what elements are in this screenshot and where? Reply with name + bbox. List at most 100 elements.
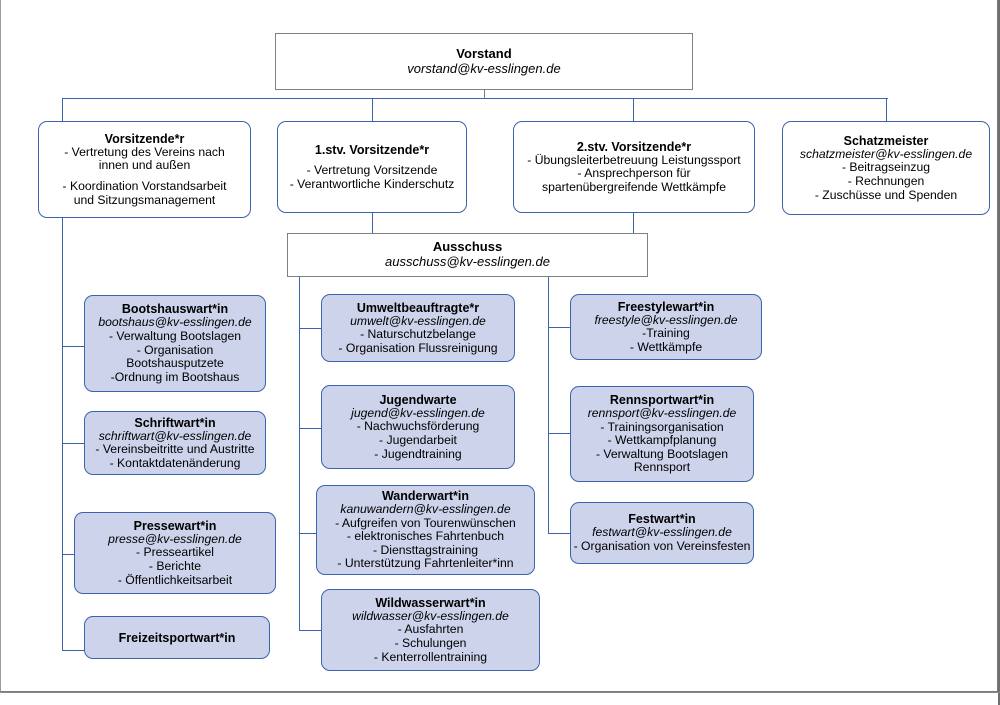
node-wildwasserwart[interactable]: Wildwasserwart*in wildwasser@kv-esslinge… <box>321 589 540 671</box>
node-freestylewart-line-1: - Wettkämpfe <box>629 339 703 354</box>
node-vorsitzende-line-0: - Vertretung des Vereins nach <box>64 144 225 159</box>
node-schriftwart-line-1: - Kontaktdatenänderung <box>109 455 241 470</box>
connector-mid-to-wanderwart <box>299 533 316 535</box>
page-frame <box>0 0 998 692</box>
node-ausschuss[interactable]: Ausschuss ausschuss@kv-esslingen.de <box>287 233 648 277</box>
node-rennsportwart[interactable]: Rennsportwart*in rennsport@kv-esslingen.… <box>570 386 754 482</box>
node-schriftwart-email: schriftwart@kv-esslingen.de <box>98 428 252 443</box>
frame-bottom-edge <box>0 692 1000 693</box>
node-schriftwart[interactable]: Schriftwart*in schriftwart@kv-esslingen.… <box>84 411 266 475</box>
connector-left-to-freizeitsport <box>62 650 84 652</box>
node-festwart-email: festwart@kv-esslingen.de <box>592 525 732 540</box>
node-bootshauswart-title: Bootshauswart*in <box>121 302 229 317</box>
node-wildwasserwart-title: Wildwasserwart*in <box>375 595 486 610</box>
node-rennsportwart-line-0: - Trainingsorganisation <box>600 419 724 434</box>
node-umweltbeauftragte[interactable]: Umweltbeauftragte*r umwelt@kv-esslingen.… <box>321 294 515 362</box>
node-vorsitzende-line-3: - Koordination Vorstandsarbeit <box>62 179 227 193</box>
node-stv2-title: 2.stv. Vorsitzende*r <box>576 139 692 154</box>
node-wanderwart-line-0: - Aufgreifen von Tourenwünschen <box>335 515 516 530</box>
node-schatzmeister-line-2: - Zuschüsse und Spenden <box>814 187 958 202</box>
node-wanderwart[interactable]: Wanderwart*in kanuwandern@kv-esslingen.d… <box>316 485 535 575</box>
node-schatzmeister-line-0: - Beitragseinzug <box>841 160 931 175</box>
node-rennsportwart-line-2: - Verwaltung Bootslagen <box>595 446 729 461</box>
node-wildwasserwart-email: wildwasser@kv-esslingen.de <box>352 608 509 623</box>
node-freestylewart-email: freestyle@kv-esslingen.de <box>594 312 738 327</box>
node-schatzmeister[interactable]: Schatzmeister schatzmeister@kv-esslingen… <box>782 121 990 215</box>
node-freizeitsportwart-title: Freizeitsportwart*in <box>118 630 236 645</box>
node-wildwasserwart-line-1: - Schulungen <box>394 636 467 650</box>
node-stv1[interactable]: 1.stv. Vorsitzende*r - Vertretung Vorsit… <box>277 121 467 213</box>
connector-left-to-pressewart <box>62 554 74 556</box>
node-vorsitzende-title: Vorsitzende*r <box>104 131 185 146</box>
node-stv2-line-0: - Übungsleiterbetreuung Leistungssport <box>527 152 741 167</box>
node-rennsportwart-line-1: - Wettkampfplanung <box>607 433 717 448</box>
node-bootshauswart-line-0: - Verwaltung Bootslagen <box>108 329 242 344</box>
node-schatzmeister-email: schatzmeister@kv-esslingen.de <box>799 146 973 161</box>
node-stv1-line-1: - Verantwortliche Kinderschutz <box>289 176 455 191</box>
node-jugendwarte-title: Jugendwarte <box>379 392 457 407</box>
node-bootshauswart-line-2: Bootshausputzete <box>126 356 224 371</box>
frame-right-edge <box>998 0 1000 705</box>
node-pressewart[interactable]: Pressewart*in presse@kv-esslingen.de - P… <box>74 512 276 594</box>
node-wildwasserwart-line-2: - Kenterrollentraining <box>373 649 488 664</box>
connector-right-to-freestyle <box>548 327 570 329</box>
connector-left-to-bootshaus <box>62 346 84 348</box>
node-freizeitsportwart[interactable]: Freizeitsportwart*in <box>84 616 270 659</box>
node-vorsitzende[interactable]: Vorsitzende*r - Vertretung des Vereins n… <box>38 121 251 218</box>
connector-to-stv2 <box>633 98 635 121</box>
node-festwart-line-0: - Organisation von Vereinsfesten <box>573 539 751 553</box>
connector-stv1-to-ausschuss <box>372 213 374 234</box>
node-festwart[interactable]: Festwart*in festwart@kv-esslingen.de - O… <box>570 502 754 564</box>
node-stv2[interactable]: 2.stv. Vorsitzende*r - Übungsleiterbetre… <box>513 121 755 213</box>
node-vorstand-title: Vorstand <box>456 45 512 61</box>
node-ausschuss-email: ausschuss@kv-esslingen.de <box>385 254 550 269</box>
node-freestylewart[interactable]: Freestylewart*in freestyle@kv-esslingen.… <box>570 294 762 360</box>
node-pressewart-line-0: - Presseartikel <box>136 545 214 560</box>
connector-right-spine <box>548 277 550 533</box>
node-jugendwarte[interactable]: Jugendwarte jugend@kv-esslingen.de - Nac… <box>321 385 515 469</box>
node-wildwasserwart-line-0: - Ausfahrten <box>397 622 464 637</box>
node-vorstand[interactable]: Vorstand vorstand@kv-esslingen.de <box>275 33 693 90</box>
node-pressewart-email: presse@kv-esslingen.de <box>108 531 242 546</box>
connector-right-to-rennsport <box>548 433 570 435</box>
connector-mid-to-wildwasser <box>299 630 321 632</box>
node-schriftwart-title: Schriftwart*in <box>134 415 216 430</box>
connector-to-stv1 <box>372 98 374 121</box>
node-wanderwart-line-2: - Diensttagstraining <box>373 542 478 557</box>
node-pressewart-title: Pressewart*in <box>133 518 217 533</box>
node-rennsportwart-email: rennsport@kv-esslingen.de <box>587 405 737 420</box>
connector-vorstand-stem <box>484 90 486 98</box>
node-wanderwart-email: kanuwandern@kv-esslingen.de <box>340 501 511 516</box>
node-umweltbeauftragte-line-0: - Naturschutzbelange <box>360 327 476 342</box>
node-schatzmeister-line-1: - Rechnungen <box>847 174 925 188</box>
connector-row2-bus <box>62 98 888 100</box>
node-bootshauswart-line-3: -Ordnung im Bootshaus <box>110 369 240 384</box>
connector-mid-to-jugend <box>299 428 321 430</box>
connector-stv2-to-ausschuss <box>633 213 635 234</box>
node-schatzmeister-title: Schatzmeister <box>843 133 929 148</box>
node-bootshauswart-line-1: - Organisation <box>136 342 214 357</box>
node-vorstand-email: vorstand@kv-esslingen.de <box>407 60 561 76</box>
connector-left-to-schriftwart <box>62 443 84 445</box>
node-pressewart-line-2: - Öffentlichkeitsarbeit <box>117 572 233 587</box>
node-stv2-line-2: spartenübergreifende Wettkämpfe <box>541 179 727 194</box>
node-stv2-line-1: - Ansprechperson für <box>577 166 691 181</box>
node-jugendwarte-line-0: - Nachwuchsförderung <box>356 419 480 434</box>
node-rennsportwart-line-3: Rennsport <box>633 460 691 475</box>
node-umweltbeauftragte-line-1: - Organisation Flussreinigung <box>338 340 498 355</box>
node-freestylewart-title: Freestylewart*in <box>617 299 715 314</box>
node-bootshauswart-email: bootshaus@kv-esslingen.de <box>98 315 252 330</box>
node-rennsportwart-title: Rennsportwart*in <box>609 392 715 407</box>
node-festwart-title: Festwart*in <box>628 512 696 527</box>
node-umweltbeauftragte-title: Umweltbeauftragte*r <box>356 300 480 315</box>
node-stv1-title: 1.stv. Vorsitzende*r <box>314 142 430 157</box>
connector-to-vorsitzende <box>62 98 64 121</box>
node-wanderwart-line-3: - Unterstützung Fahrtenleiter*inn <box>337 556 514 571</box>
node-bootshauswart[interactable]: Bootshauswart*in bootshaus@kv-esslingen.… <box>84 295 266 392</box>
node-pressewart-line-1: - Berichte <box>148 559 202 573</box>
node-wanderwart-line-1: - elektronisches Fahrtenbuch <box>346 529 505 544</box>
node-vorsitzende-line-1: innen und außen <box>98 158 191 173</box>
node-jugendwarte-email: jugend@kv-esslingen.de <box>351 405 485 420</box>
connector-middle-spine <box>299 277 301 630</box>
